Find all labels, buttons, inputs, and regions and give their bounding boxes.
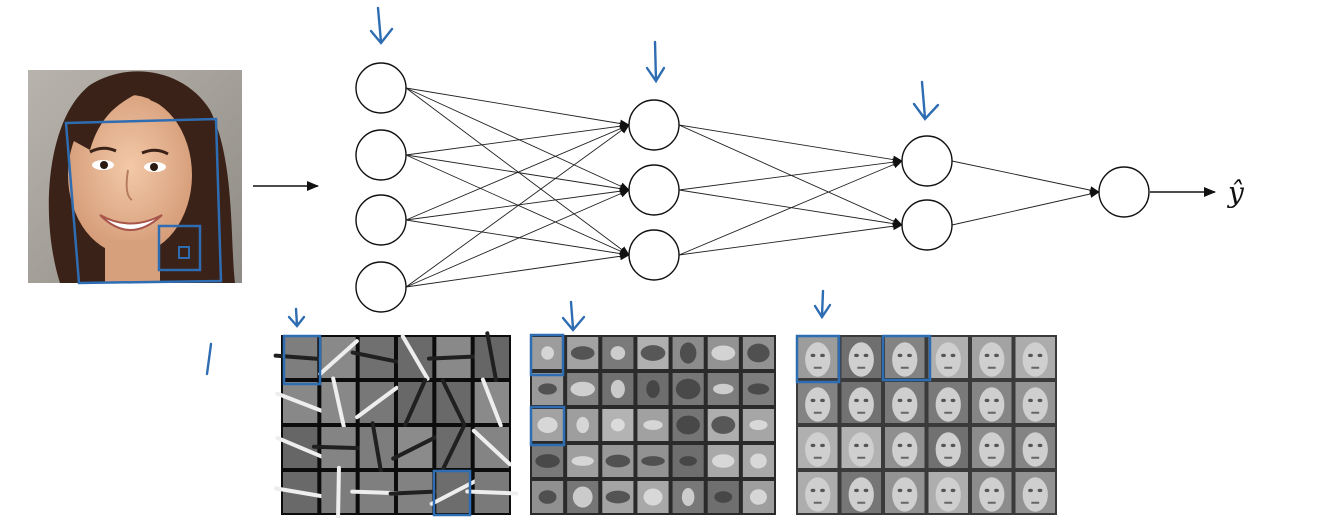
layer1-marker-icon bbox=[369, 6, 394, 45]
edge-l2-n2-to-l3-n1 bbox=[678, 158, 903, 191]
edge-l1-n4-to-l2-n2 bbox=[405, 189, 630, 288]
layer2-marker-icon bbox=[645, 40, 666, 84]
edge-l1-n1-to-l2-n3 bbox=[405, 87, 630, 256]
edge-l2-n3-to-l3-n1 bbox=[678, 160, 903, 256]
neuron-layer2-2 bbox=[628, 164, 680, 216]
part-features-panel bbox=[529, 333, 776, 515]
handwritten-annotations bbox=[205, 6, 940, 376]
edge-l1-n1-to-l2-n2 bbox=[405, 87, 630, 191]
network-nodes bbox=[355, 62, 1150, 313]
edge-l3-n1-to-l4-n1 bbox=[951, 160, 1100, 195]
tick-mark-icon bbox=[205, 342, 213, 376]
layer3-marker-icon bbox=[912, 80, 940, 121]
edge-l1-n3-to-l2-n2 bbox=[405, 187, 630, 221]
neuron-layer3-2 bbox=[901, 199, 953, 251]
face-features-panel bbox=[795, 334, 1057, 515]
neuron-layer2-1 bbox=[628, 99, 680, 151]
input-face-photo bbox=[28, 70, 242, 285]
network-edges bbox=[405, 87, 1100, 288]
edge-l1-n4-to-l2-n1 bbox=[405, 124, 630, 288]
edge-features-panel bbox=[273, 331, 519, 518]
edge-l2-n1-to-l3-n2 bbox=[678, 124, 903, 226]
neuron-layer4-1 bbox=[1098, 166, 1150, 218]
edge-l1-n3-to-l2-n1 bbox=[405, 124, 630, 221]
neuron-layer1-3 bbox=[355, 194, 407, 246]
region-annotation-box bbox=[157, 224, 202, 272]
edge-l2-n1-to-l3-n1 bbox=[678, 124, 903, 164]
neuron-layer1-2 bbox=[355, 129, 407, 181]
small-region-annotation-box bbox=[178, 246, 190, 259]
edge-l1-n2-to-l2-n1 bbox=[405, 122, 630, 156]
edge-l3-n2-to-l4-n1 bbox=[951, 190, 1100, 226]
part-panel-marker-icon bbox=[561, 300, 586, 332]
neuron-layer3-1 bbox=[901, 135, 953, 187]
edge-l1-n4-to-l2-n3 bbox=[405, 252, 630, 288]
face-panel-marker-icon bbox=[813, 289, 832, 320]
output-y-hat-label: ŷ bbox=[1228, 176, 1244, 209]
neuron-layer2-3 bbox=[628, 229, 680, 281]
edge-l2-n3-to-l3-n2 bbox=[678, 222, 903, 256]
edge-l1-n1-to-l2-n1 bbox=[405, 87, 630, 128]
face-annotation-box bbox=[64, 117, 223, 285]
neuron-layer1-1 bbox=[355, 62, 407, 114]
edge-l1-n3-to-l2-n3 bbox=[405, 219, 630, 258]
edge-panel-marker-icon bbox=[287, 307, 306, 328]
edge-l2-n2-to-l3-n2 bbox=[678, 189, 903, 228]
neuron-layer1-4 bbox=[355, 261, 407, 313]
